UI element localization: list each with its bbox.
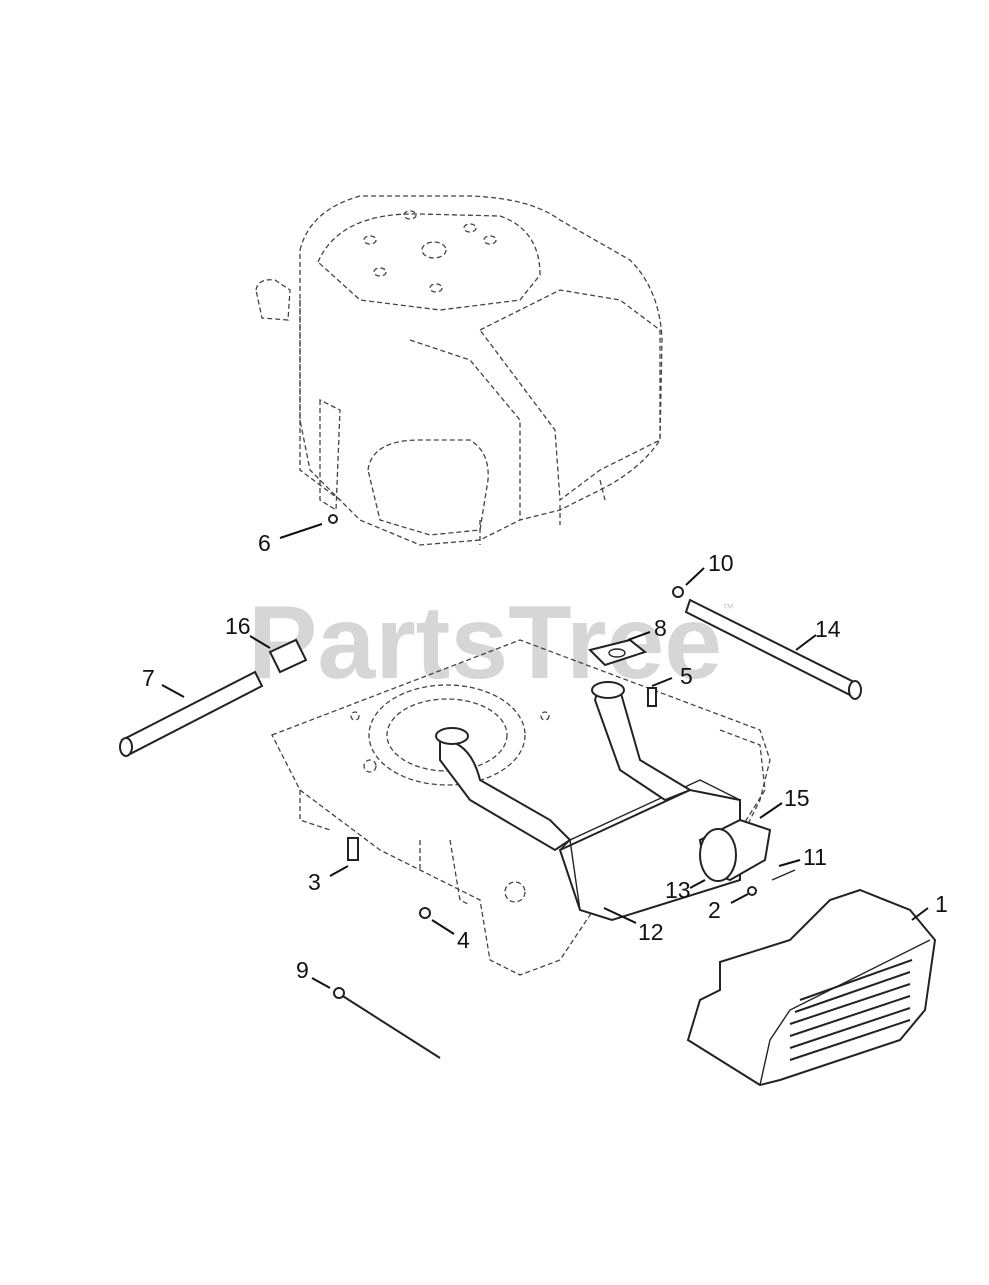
leader-2	[730, 893, 749, 904]
callout-14[interactable]: 14	[815, 616, 841, 642]
leader-5	[651, 677, 673, 687]
leader-8	[627, 631, 651, 641]
callout-9[interactable]: 9	[296, 957, 309, 983]
callout-4[interactable]: 4	[457, 927, 470, 953]
callout-3[interactable]: 3	[308, 869, 321, 895]
callout-15[interactable]: 15	[784, 785, 810, 811]
callout-1[interactable]: 1	[935, 891, 948, 917]
leader-7	[161, 684, 185, 698]
callout-8[interactable]: 8	[654, 615, 667, 641]
callout-16[interactable]: 16	[225, 613, 251, 639]
leader-14	[795, 634, 817, 651]
leader-10	[685, 567, 705, 586]
muffler	[558, 779, 741, 922]
exhaust-pipes	[435, 681, 693, 852]
leader-3	[329, 865, 349, 877]
callout-12[interactable]: 12	[638, 919, 664, 945]
callout-11[interactable]: 11	[803, 844, 827, 870]
watermark-trademark: ™	[722, 601, 734, 615]
heat-shield	[686, 888, 937, 1087]
leader-4	[431, 919, 455, 935]
callout-13[interactable]: 13	[665, 877, 691, 903]
drain-plug	[328, 514, 338, 524]
frame-illustration	[271, 639, 771, 976]
leader-9	[311, 977, 331, 989]
engine-illustration	[255, 195, 663, 546]
leader-12	[603, 907, 637, 924]
spark-arrestor	[698, 818, 772, 882]
leader-13	[689, 879, 706, 889]
leader-1	[911, 907, 929, 921]
callout-10[interactable]: 10	[708, 550, 734, 576]
callout-5[interactable]: 5	[680, 663, 693, 689]
callouts: 1 2 3 4 5 6 7 8 9 10 11 12 13 14 15 16	[142, 530, 948, 983]
leader-16	[249, 635, 271, 649]
leader-15	[759, 802, 783, 819]
callout-2[interactable]: 2	[708, 897, 721, 923]
watermark: PartsTree ™	[248, 585, 734, 701]
small-parts	[119, 586, 862, 1059]
callout-6[interactable]: 6	[258, 530, 271, 556]
watermark-text: PartsTree	[248, 585, 722, 701]
leader-11	[778, 859, 801, 867]
leader-6	[279, 523, 323, 539]
leader-lines	[161, 523, 929, 989]
callout-7[interactable]: 7	[142, 665, 155, 691]
